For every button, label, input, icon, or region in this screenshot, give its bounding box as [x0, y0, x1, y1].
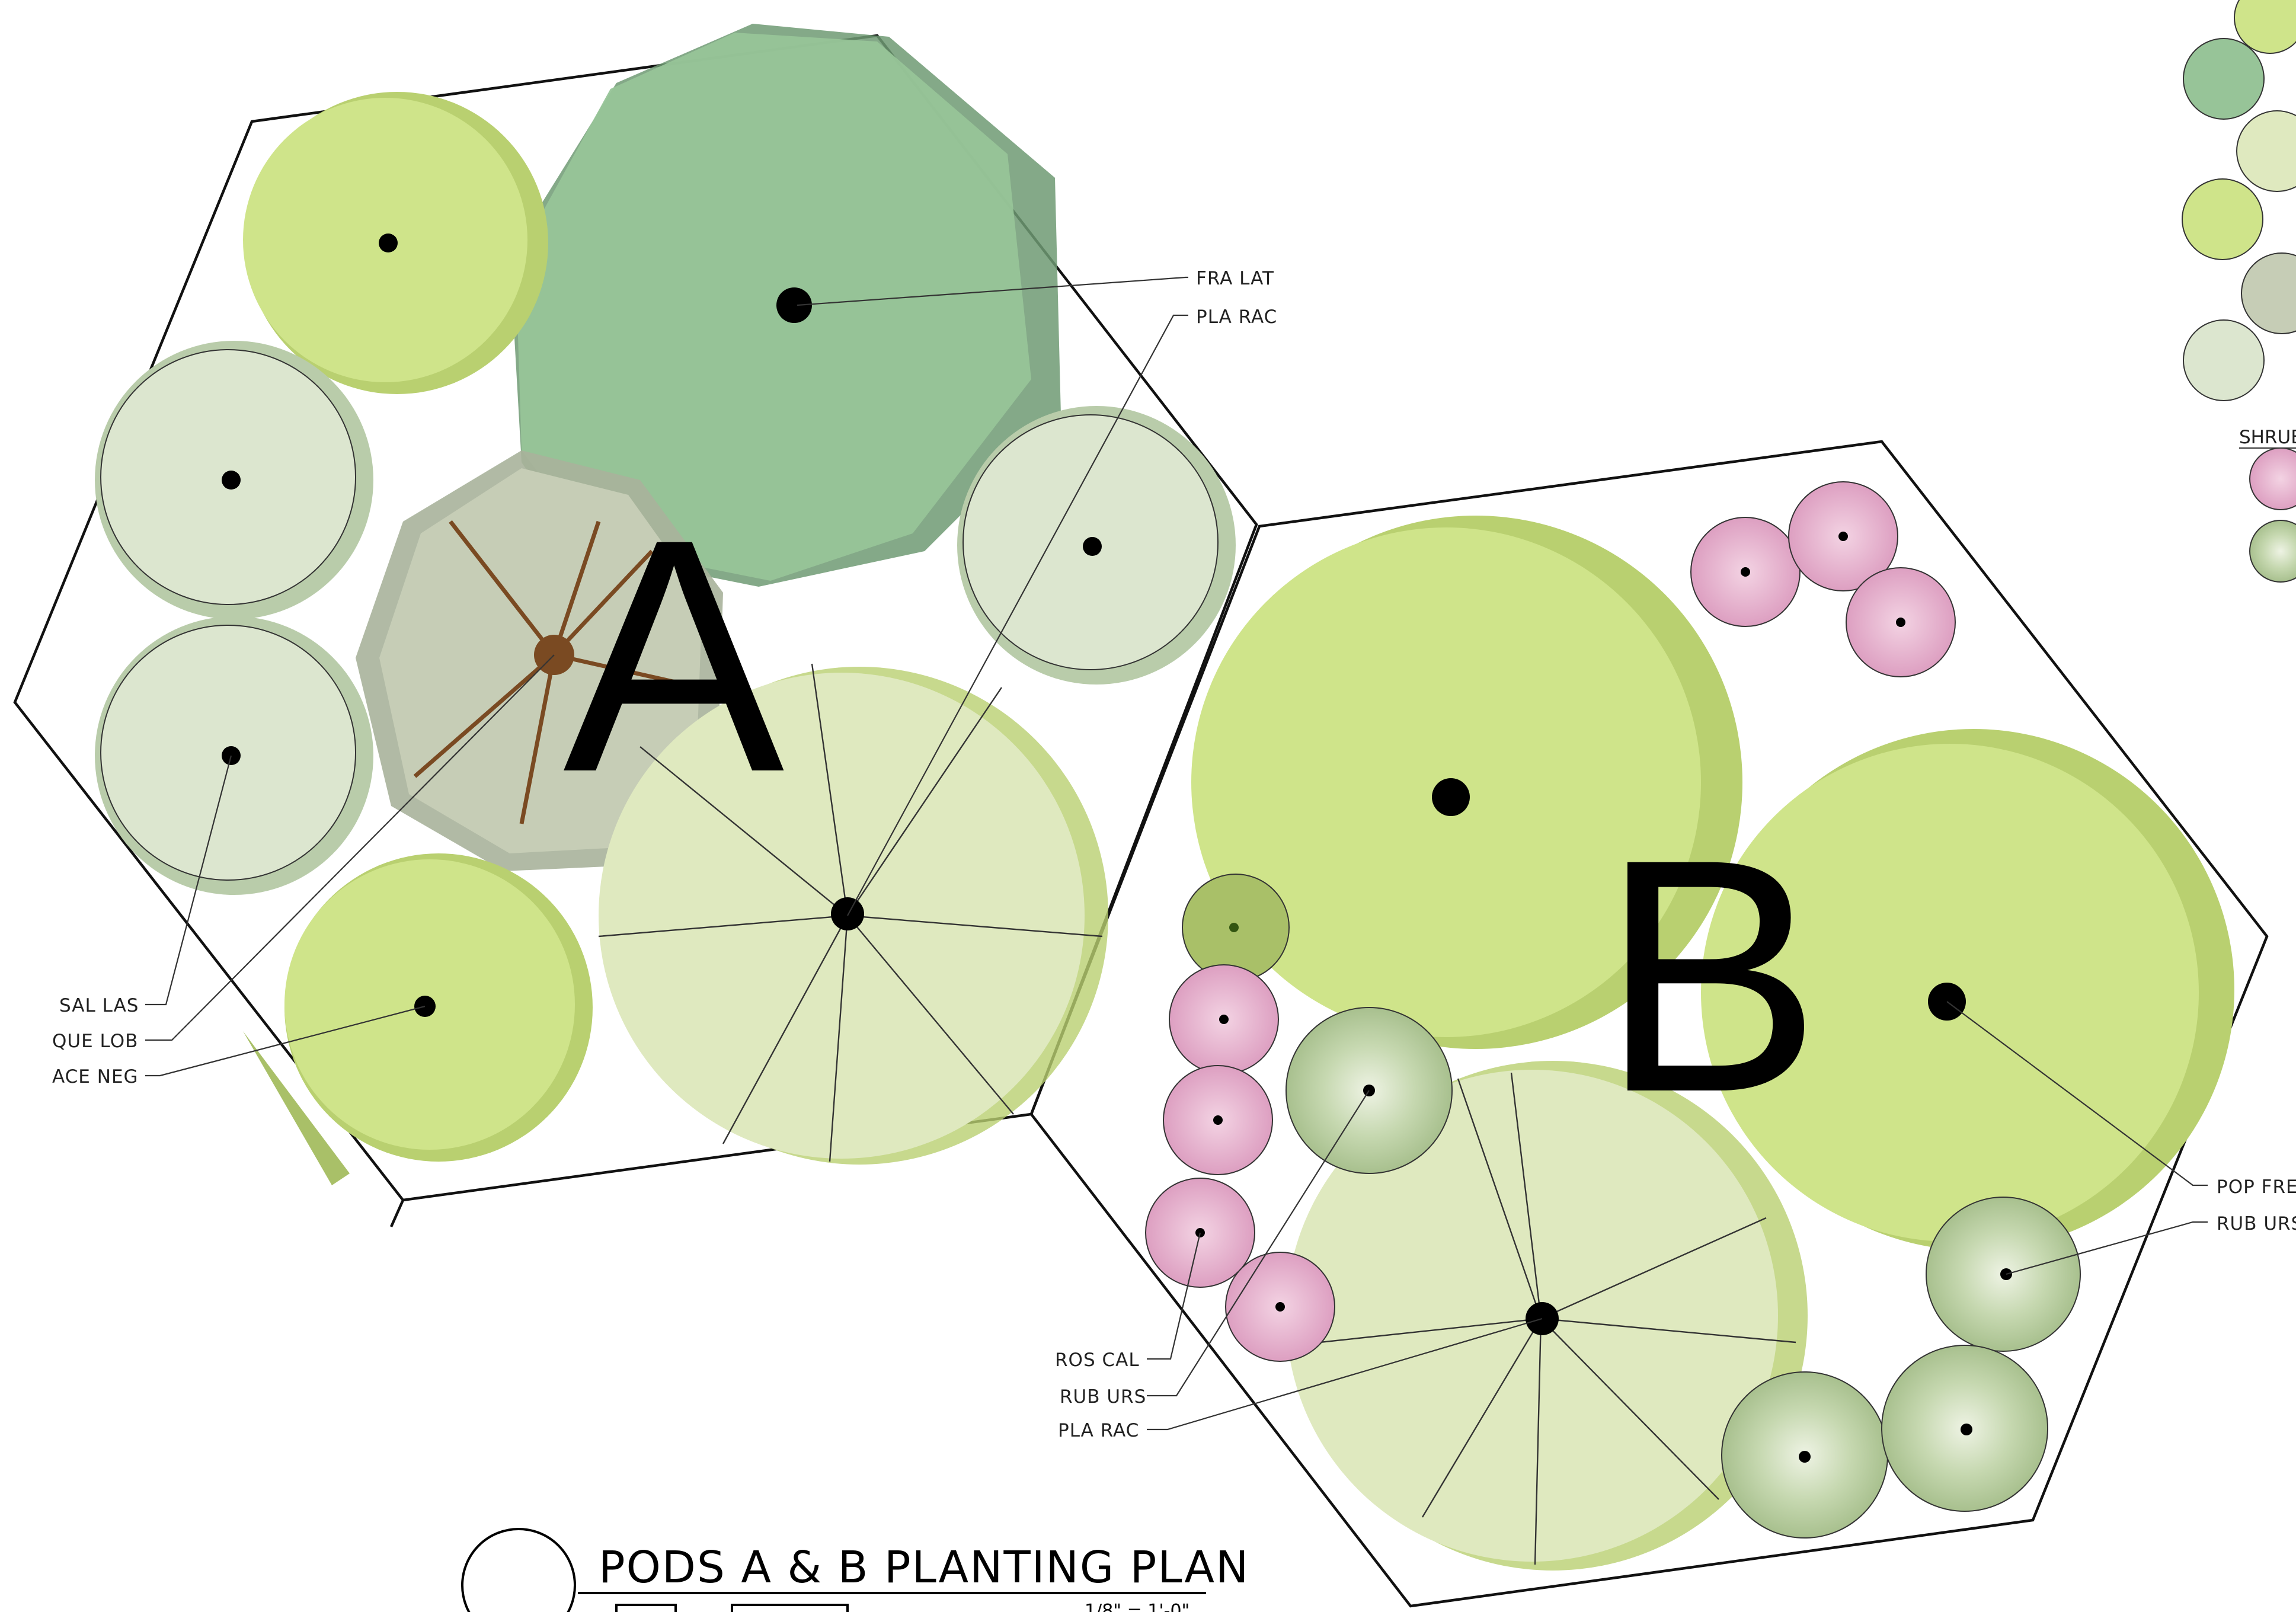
title-circle	[461, 1528, 576, 1612]
legend-swatch-lime	[2234, 0, 2296, 54]
plant-pla-rac-a	[598, 663, 1108, 1165]
plant-ace-neg	[243, 853, 593, 1185]
plant-que-lob	[356, 450, 723, 871]
label-que-lob: QUE LOB	[52, 1031, 138, 1052]
legend-swatch-sage	[2183, 319, 2265, 401]
pod-b-letter: B	[1600, 790, 1822, 1161]
pod-a-tick	[389, 1200, 405, 1227]
label-fra-lat: FRA LAT	[1196, 268, 1274, 289]
legend-swatch-shrub	[2249, 520, 2296, 583]
plan-title: PODS A & B PLANTING PLAN	[599, 1542, 1249, 1593]
pod-a-plants	[95, 24, 1236, 1185]
legend-swatch-forest	[2183, 38, 2265, 120]
legend-shrubs-heading: SHRUB	[2239, 427, 2296, 448]
plant-fra-lat	[510, 24, 1061, 587]
labels-pod-a: FRA LAT PLA RAC SAL LAS QUE LOB ACE NEG	[52, 268, 1277, 1088]
label-rub-urs-left: RUB URS	[1060, 1386, 1146, 1408]
label-ros-cal: ROS CAL	[1055, 1349, 1140, 1371]
label-ace-neg: ACE NEG	[52, 1066, 139, 1088]
legend-swatch-pink	[2249, 447, 2296, 510]
plant-pla-rac-b	[1286, 1061, 1808, 1571]
scale-bar-segment-2	[731, 1604, 849, 1612]
plan-scale: 1/8" = 1'-0"	[1085, 1601, 1189, 1612]
scale-bar-segment-1	[615, 1604, 677, 1612]
label-pla-rac-a: PLA RAC	[1196, 306, 1277, 328]
legend-swatch-lime-2	[2182, 178, 2263, 260]
plant-sage-tree-a3	[957, 406, 1236, 685]
plant-sage-tree-a1	[95, 341, 373, 619]
label-pla-rac-b: PLA RAC	[1058, 1420, 1139, 1441]
plant-lime-tree-a1	[243, 92, 548, 394]
plant-rub-urs-group	[1285, 1007, 2081, 1539]
pod-b-plants	[1145, 481, 2234, 1571]
plant-olive-shrub	[1182, 874, 1290, 981]
plant-ros-cal-group	[1145, 481, 1956, 1362]
legend-swatch-pale	[2236, 110, 2296, 192]
labels-pod-b: POP FRE RUB URS ROS CAL RUB URS PLA RAC	[1055, 1001, 2296, 1441]
label-sal-las: SAL LAS	[59, 995, 139, 1016]
legend: SHRUB	[2182, 0, 2296, 583]
plant-sage-tree-a2	[95, 616, 373, 895]
plant-lime-tree-b1	[1191, 516, 1742, 1049]
plant-pop-fre	[1701, 729, 2234, 1250]
pod-a-letter: A	[563, 470, 786, 841]
title-block: PODS A & B PLANTING PLAN 1/8" = 1'-0"	[461, 1528, 1249, 1612]
legend-swatch-gray	[2241, 252, 2296, 334]
label-rub-urs-right: RUB URS	[2217, 1213, 2296, 1234]
label-pop-fre: POP FRE	[2217, 1176, 2296, 1198]
pod-b-outline	[1029, 440, 2269, 1608]
